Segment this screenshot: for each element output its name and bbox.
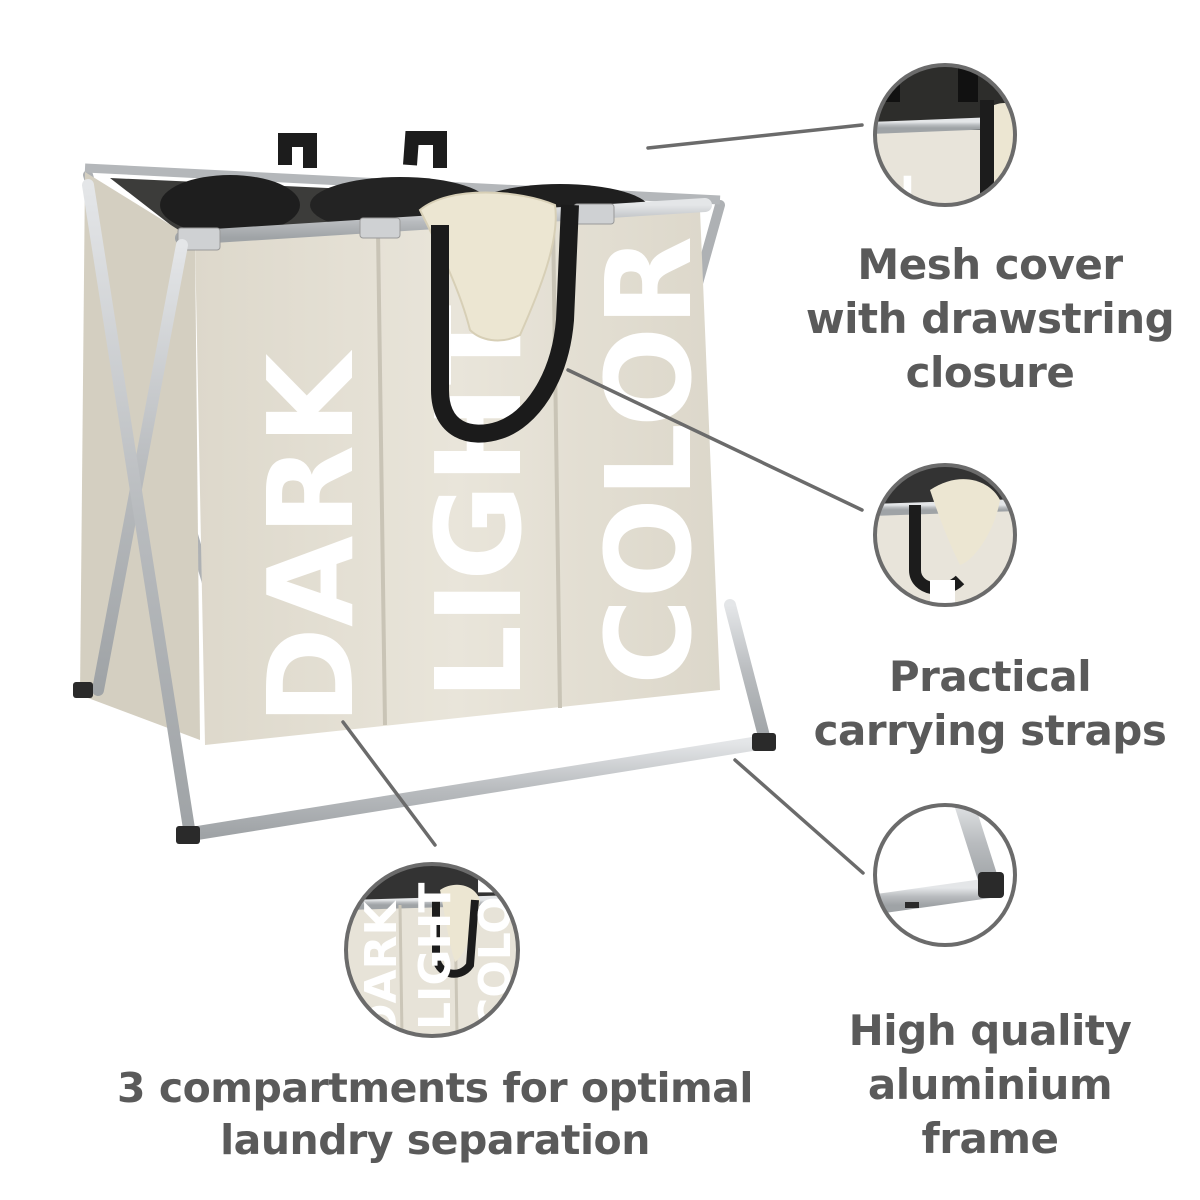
caption-frame-line-2: aluminium [867,1059,1113,1109]
zoom-circle-mesh-border [873,63,1017,207]
caption-mesh-cover: Mesh cover with drawstring closure [790,238,1190,399]
zoom-circle-compartments-border [344,862,520,1038]
zoom-circle-straps-border [873,463,1017,607]
zoom-label-light: LIGHT [410,883,461,1030]
caption-compartments: 3 compartments for optimal laundry separ… [110,1062,760,1167]
caption-compartments-line-2: laundry separation [220,1116,650,1165]
compartment-label-light: LIGHT [410,305,548,700]
caption-compartments-line-1: 3 compartments for optimal [117,1064,753,1112]
caption-frame-line-1: High quality [848,1006,1132,1055]
zoom-circle-mesh: L [873,63,1017,207]
callout-line-frame [733,758,865,875]
callout-lines [341,123,865,875]
carrying-strap-front [431,204,579,443]
laundry-hamper: DARK LIGHT COLOR [73,131,776,844]
bag-front [195,210,720,745]
callout-line-straps [566,368,864,512]
caption-mesh-line-2: with drawstring [805,293,1175,343]
callout-line-compartments [341,720,437,847]
zoom-label-color: COLOR [470,863,521,1030]
strap-back-right [403,131,447,168]
caption-aluminium-frame: High quality aluminium frame [820,1004,1160,1165]
frame-cross-left [82,179,196,841]
frame-leg-front-left [92,239,188,696]
panel-seam-1 [376,229,387,726]
frame-bottom-bar [178,735,772,842]
compartment-label-color: COLOR [580,236,718,685]
caption-straps-line-2: carrying straps [813,705,1167,755]
zoom-circle-frame [873,803,1017,947]
caption-mesh-line-1: Mesh cover [857,240,1123,289]
strap-back-left [278,133,317,168]
callout-line-mesh [646,123,864,150]
caption-straps-line-1: Practical [888,652,1092,701]
caption-mesh-line-3: closure [905,347,1075,397]
compartment-label-dark: DARK [242,349,380,725]
towel [418,191,557,342]
caption-frame-line-3: frame [921,1113,1059,1163]
panel-seam-2 [551,219,562,709]
zoom-circle-frame-border [873,803,1017,947]
caption-carrying-straps: Practical carrying straps [800,650,1180,758]
zoom-circle-compartments: DARK LIGHT COLOR [344,862,521,1038]
frame-leg-front-right [724,599,771,746]
zoom-circle-straps [873,463,1017,607]
